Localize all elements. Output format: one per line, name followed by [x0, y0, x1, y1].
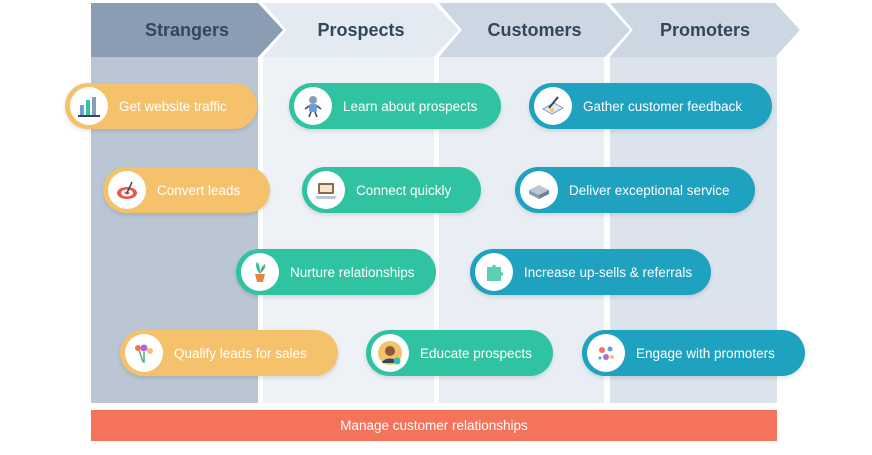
- stage-header-customers: Customers: [439, 3, 630, 57]
- stage-label-promoters: Promoters: [659, 19, 751, 40]
- action-gather-customer-feedback: Gather customer feedback: [529, 83, 772, 129]
- celebration-icon: [587, 334, 625, 372]
- puzzle-icon: [475, 253, 513, 291]
- action-label: Convert leads: [157, 182, 241, 198]
- laptop-icon: [307, 171, 345, 209]
- action-qualify-leads: Qualify leads for sales: [120, 330, 338, 376]
- action-label: Learn about prospects: [343, 98, 478, 114]
- stage-label-strangers: Strangers: [144, 19, 230, 40]
- potted-plant-icon: [241, 253, 279, 291]
- action-label: Nurture relationships: [290, 264, 415, 280]
- action-increase-upsells-referrals: Increase up-sells & referrals: [470, 249, 711, 295]
- action-connect-quickly: Connect quickly: [302, 167, 481, 213]
- action-label: Educate prospects: [420, 345, 532, 361]
- action-label: Increase up-sells & referrals: [524, 264, 693, 280]
- flowers-icon: [125, 334, 163, 372]
- stage-label-customers: Customers: [487, 19, 582, 40]
- action-deliver-exceptional-service: Deliver exceptional service: [515, 167, 755, 213]
- manage-bar-label: Manage customer relationships: [340, 418, 528, 433]
- stage-header-strangers: Strangers: [91, 3, 283, 57]
- clipboard-pen-icon: [534, 87, 572, 125]
- target-icon: [108, 171, 146, 209]
- robot-icon: [294, 87, 332, 125]
- action-label: Gather customer feedback: [583, 98, 743, 114]
- action-engage-with-promoters: Engage with promoters: [582, 330, 805, 376]
- stage-header-promoters: Promoters: [610, 3, 800, 57]
- stage-label-prospects: Prospects: [317, 19, 405, 40]
- action-nurture-relationships: Nurture relationships: [236, 249, 436, 295]
- manage-customer-relationships-bar: Manage customer relationships: [91, 410, 777, 441]
- action-label: Qualify leads for sales: [174, 345, 307, 361]
- action-label: Get website traffic: [119, 98, 227, 114]
- action-label: Deliver exceptional service: [569, 182, 730, 198]
- action-label: Engage with promoters: [636, 345, 775, 361]
- package-icon: [520, 171, 558, 209]
- action-website-traffic: Get website traffic: [65, 83, 257, 129]
- person-avatar-icon: [371, 334, 409, 372]
- chart-building-icon: [70, 87, 108, 125]
- action-convert-leads: Convert leads: [103, 167, 270, 213]
- action-educate-prospects: Educate prospects: [366, 330, 553, 376]
- stage-header-prospects: Prospects: [263, 3, 459, 57]
- action-learn-about-prospects: Learn about prospects: [289, 83, 501, 129]
- action-label: Connect quickly: [356, 182, 452, 198]
